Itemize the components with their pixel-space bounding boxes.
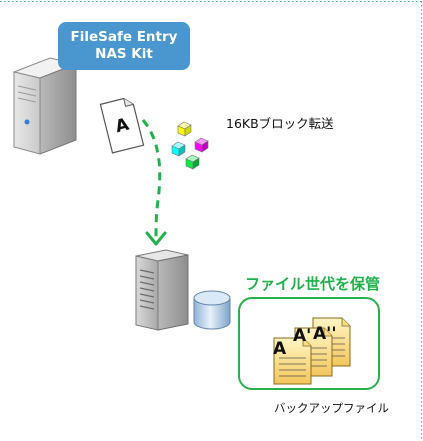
cyan-block: [171, 141, 186, 157]
block-transfer-label: 16KBブロック転送: [226, 116, 334, 131]
magenta-block: [194, 137, 209, 153]
transfer-blocks-icon: [171, 121, 209, 170]
tower-server-icon: [12, 57, 78, 155]
backup-file-3-label: A'': [313, 324, 337, 344]
green-block: [185, 154, 200, 170]
source-document-letter: A: [113, 114, 131, 137]
backup-file-2-label: A': [293, 326, 311, 346]
backup-file-1: [273, 337, 312, 385]
backup-file-1-label: A: [273, 339, 287, 359]
backup-file-icons: [273, 317, 351, 385]
product-name-box: FileSafe Entry NAS Kit: [58, 22, 190, 70]
backup-files-label: バックアップファイル: [274, 401, 389, 415]
product-name-line2: NAS Kit: [95, 46, 153, 62]
generation-storage-title: ファイル世代を保管: [245, 275, 381, 293]
generation-storage-box: [238, 297, 380, 390]
product-name-line1: FileSafe Entry: [70, 29, 178, 45]
database-cylinder-icon: [193, 290, 231, 330]
nas-server-icon: [135, 249, 189, 331]
transfer-arrow: [141, 119, 167, 246]
source-document-icon: [99, 97, 145, 154]
yellow-block: [177, 121, 192, 137]
